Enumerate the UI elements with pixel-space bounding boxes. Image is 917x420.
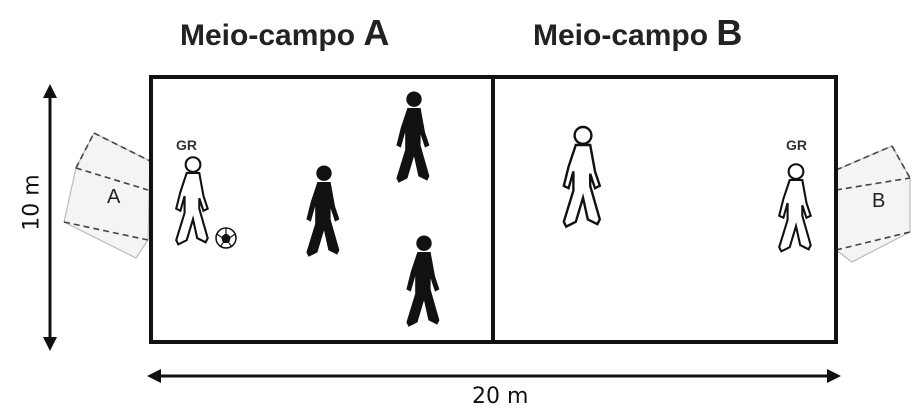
width-arrow: [147, 369, 841, 383]
half-a-prefix: Meio-campo: [180, 19, 364, 52]
half-b-prefix: Meio-campo: [533, 19, 717, 52]
half-field-a-title: Meio-campo A: [180, 12, 389, 54]
soccer-ball-icon: [215, 227, 237, 249]
half-a-letter: A: [363, 12, 390, 53]
goalkeeper-b-label: GR: [786, 137, 807, 153]
goalkeeper-a-label: GR: [176, 137, 197, 153]
goal-a: [63, 132, 151, 259]
goal-b: [835, 145, 911, 263]
half-field-b-title: Meio-campo B: [533, 12, 742, 54]
goal-a-label: A: [107, 186, 121, 208]
goal-b-label: B: [872, 190, 886, 212]
half-b-letter: B: [716, 12, 743, 53]
height-arrow: [43, 84, 57, 351]
width-dimension-label: 20 m: [472, 384, 529, 409]
height-dimension-label: 10 m: [19, 174, 45, 231]
